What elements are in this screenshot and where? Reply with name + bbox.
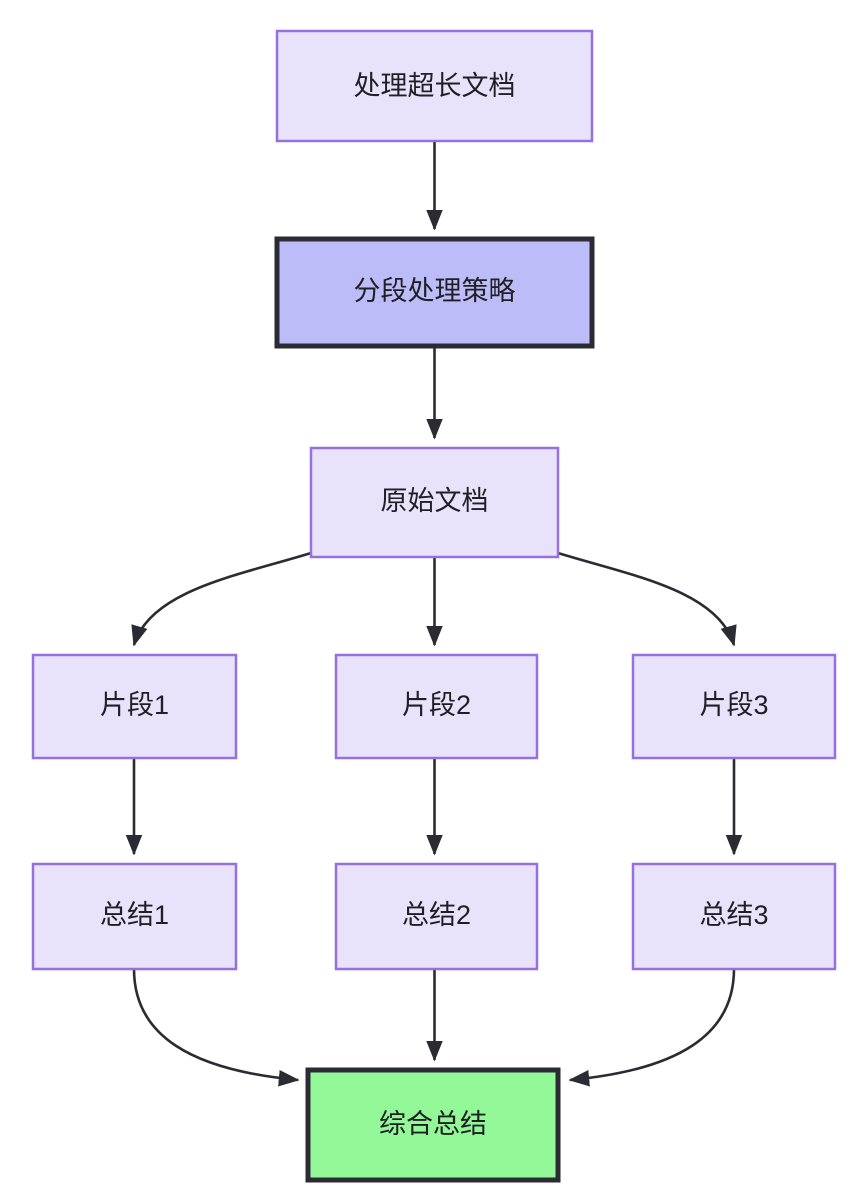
node-label-chunk2: 片段2 (402, 690, 471, 720)
edge-summary1-to-final (132, 968, 300, 1087)
node-label-summary3: 总结3 (699, 900, 768, 930)
node-box (31, 653, 238, 760)
node-source-document[interactable]: 原始文档 (309, 446, 560, 559)
node-chunk-2[interactable]: 片段2 (334, 653, 539, 760)
node-label-source: 原始文档 (381, 486, 489, 516)
node-label-final: 综合总结 (379, 1109, 487, 1139)
node-box (631, 653, 837, 760)
edge-source-to-chunk1 (131, 551, 312, 647)
node-final-summary[interactable]: 综合总结 (305, 1067, 561, 1183)
node-box (309, 446, 560, 559)
node-chunk-1[interactable]: 片段1 (31, 653, 238, 760)
node-box (334, 653, 539, 760)
node-chunking-strategy[interactable]: 分段处理策略 (274, 236, 595, 349)
edge-layer (125, 141, 743, 1087)
node-label-chunk3: 片段3 (699, 690, 768, 720)
edge-source-to-chunk3 (557, 551, 737, 647)
node-box (274, 236, 595, 349)
node-process-long-document[interactable]: 处理超长文档 (275, 29, 594, 143)
node-label-summary1: 总结1 (100, 900, 169, 930)
node-chunk-3[interactable]: 片段3 (631, 653, 837, 760)
node-box (305, 1067, 561, 1183)
node-box (631, 862, 837, 971)
node-label-doc: 处理超长文档 (354, 71, 516, 101)
node-box (275, 29, 594, 143)
node-box (334, 862, 539, 971)
node-label-chunk1: 片段1 (100, 690, 169, 720)
node-label-summary2: 总结2 (402, 900, 471, 930)
node-label-strategy: 分段处理策略 (354, 276, 516, 306)
node-layer: 处理超长文档 分段处理策略 原始文档 片段1 片段2 片段3 (31, 29, 837, 1183)
node-summary-1[interactable]: 总结1 (31, 862, 238, 971)
node-box (31, 862, 238, 971)
node-summary-3[interactable]: 总结3 (631, 862, 837, 971)
edge-summary3-to-final (568, 968, 736, 1087)
node-summary-2[interactable]: 总结2 (334, 862, 539, 971)
